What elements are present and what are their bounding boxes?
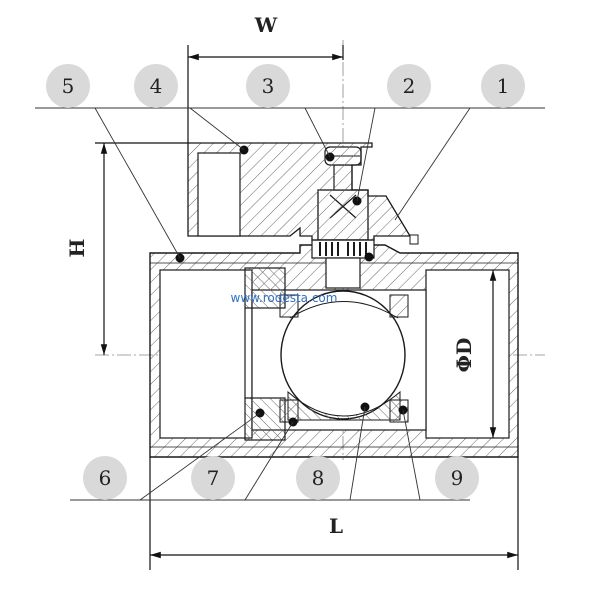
callout-7: 7: [191, 456, 235, 500]
valve-handle: [187, 142, 419, 245]
svg-text:7: 7: [207, 466, 220, 490]
dimension-h: [95, 142, 188, 355]
dimension-l-label: L: [329, 514, 343, 538]
svg-text:9: 9: [451, 466, 464, 490]
svg-text:8: 8: [312, 466, 325, 490]
callout-8: 8: [296, 456, 340, 500]
svg-text:6: 6: [99, 466, 112, 490]
end-insert: [244, 267, 286, 441]
dimension-phid-label: ΦD: [452, 338, 476, 373]
callout-2: 2: [387, 64, 431, 108]
leader-lines: [35, 107, 545, 501]
svg-text:3: 3: [262, 74, 275, 98]
svg-text:5: 5: [62, 74, 75, 98]
callout-9: 9: [435, 456, 479, 500]
svg-text:1: 1: [497, 74, 510, 98]
callout-6: 6: [83, 456, 127, 500]
svg-text:2: 2: [403, 74, 416, 98]
callout-4: 4: [134, 64, 178, 108]
svg-text:4: 4: [150, 74, 163, 98]
watermark-text: www.rodesta.com: [231, 291, 338, 305]
dimension-h-label: H: [65, 239, 89, 258]
callout-3: 3: [246, 64, 290, 108]
callout-5: 5: [46, 64, 90, 108]
dimension-w-label: W: [254, 13, 278, 37]
callout-1: 1: [481, 64, 525, 108]
valve-ball: [280, 290, 406, 421]
dimension-l: [149, 457, 519, 570]
dimension-w: [187, 45, 344, 143]
